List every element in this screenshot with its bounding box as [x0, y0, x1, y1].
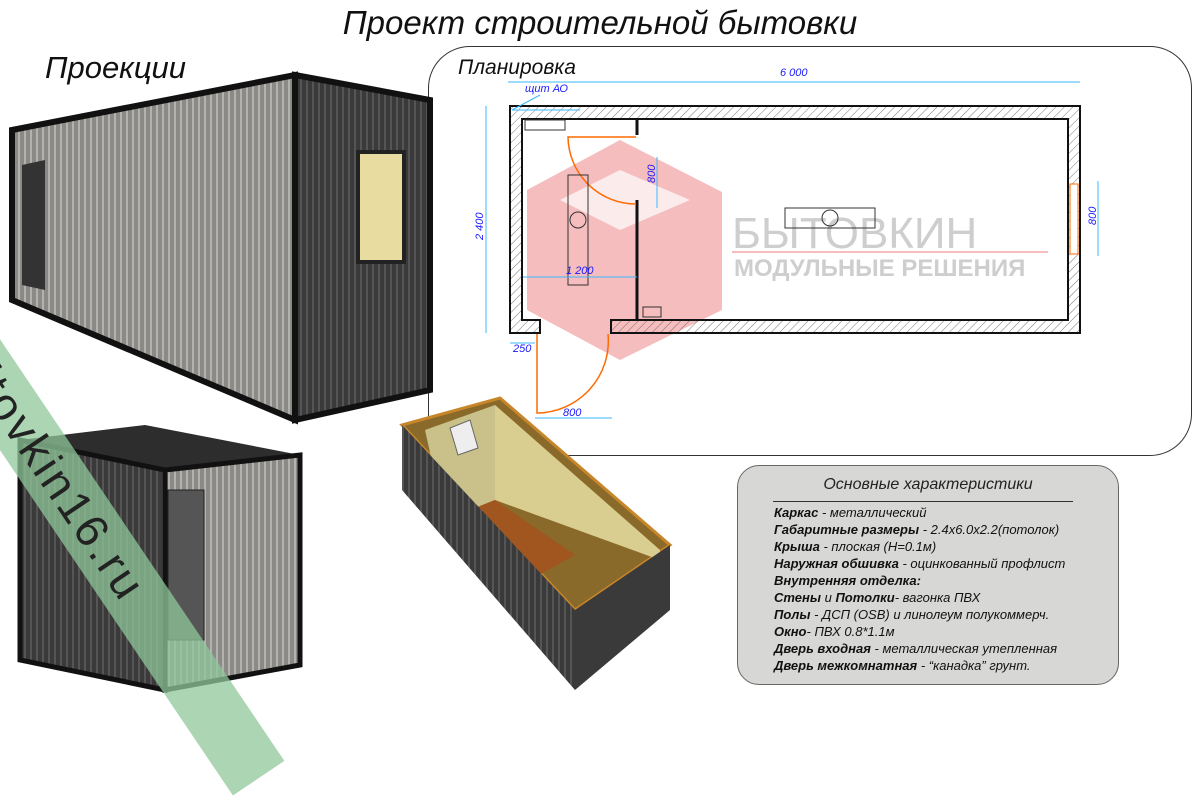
- outer-walls: [509, 105, 1081, 334]
- dim-inner-door: 800: [646, 164, 658, 183]
- text: Потолки: [835, 590, 895, 605]
- spec-item: Дверь входная - металлическая утепленная: [774, 640, 1065, 657]
- text: Окно: [774, 624, 807, 639]
- dim-length: 6 000: [780, 67, 808, 79]
- text: - металлическая утепленная: [870, 641, 1058, 656]
- specs-title: Основные характеристики: [823, 476, 1033, 493]
- bytovkin-logo: БЫТОВКИН МОДУЛЬНЫЕ РЕШЕНИЯ: [527, 140, 1048, 360]
- text: - оцинкованный профлист: [898, 556, 1066, 571]
- spec-item: Каркас - металлический: [774, 504, 1065, 521]
- text: - металлический: [818, 505, 927, 520]
- inner-door: [567, 136, 637, 205]
- drawings: БЫТОВКИН МОДУЛЬНЫЕ РЕШЕНИЯ 6 000: [9, 67, 1099, 694]
- text: Дверь входная: [774, 641, 871, 656]
- text: Стены: [774, 590, 821, 605]
- text: Внутренняя отделка:: [774, 573, 921, 588]
- dim-entry-offset: 250: [512, 343, 532, 355]
- dim-window: 800: [1087, 206, 1099, 225]
- electrical-panel: [524, 119, 566, 131]
- projections-heading: Проекции: [45, 50, 187, 85]
- text: - 2.4x6.0x2.2(потолок): [919, 522, 1060, 537]
- logo-tagline: МОДУЛЬНЫЕ РЕШЕНИЯ: [734, 255, 1025, 282]
- spec-item: Внутренняя отделка:: [774, 572, 1065, 589]
- page-title: Проект строительной бытовки: [342, 4, 858, 41]
- text: - ПВХ 0.8*1.1м: [806, 624, 895, 639]
- text: Дверь межкомнатная: [774, 658, 918, 673]
- dim-entry-door: 800: [563, 407, 582, 419]
- spec-item: Наружная обшивка - оцинкованный профлист: [774, 555, 1065, 572]
- text: - “канадка” грунт.: [917, 658, 1031, 673]
- text: - плоская (H=0.1м): [819, 539, 937, 554]
- dim-partition: 1 200: [566, 265, 594, 277]
- dim-width: 2 400: [474, 212, 486, 241]
- panel-label: щит АО: [525, 83, 568, 95]
- text: Габаритные размеры: [774, 522, 920, 537]
- specs-panel: Основные характеристики Каркас - металли…: [737, 465, 1119, 685]
- spec-item: Крыша - плоская (H=0.1м): [774, 538, 1065, 555]
- spec-item: Стены и Потолки- вагонка ПВХ: [774, 589, 1065, 606]
- specs-divider: [773, 501, 1073, 502]
- floor-plan: БЫТОВКИН МОДУЛЬНЫЕ РЕШЕНИЯ 6 000: [474, 67, 1099, 419]
- interior-cutaway-view: [399, 396, 673, 690]
- specs-list: Каркас - металлический Габаритные размер…: [774, 504, 1065, 674]
- text: Каркас: [774, 505, 819, 520]
- light-fixture: [784, 207, 876, 229]
- logo-name: БЫТОВКИН: [732, 209, 977, 258]
- text: - вагонка ПВХ: [894, 590, 981, 605]
- light-fixture: [567, 174, 589, 286]
- text: и: [820, 590, 836, 605]
- entry-door: [536, 333, 610, 414]
- container-view-front: [9, 71, 433, 425]
- window: [1069, 183, 1079, 255]
- plan-heading: Планировка: [458, 56, 576, 79]
- text: - ДСП (OSB) и линолеум полукоммерч.: [810, 607, 1050, 622]
- spec-item: Габаритные размеры - 2.4x6.0x2.2(потолок…: [774, 521, 1065, 538]
- spec-item: Дверь межкомнатная - “канадка” грунт.: [774, 657, 1065, 674]
- text: Наружная обшивка: [774, 556, 899, 571]
- spec-item: Окно- ПВХ 0.8*1.1м: [774, 623, 1065, 640]
- spec-item: Полы - ДСП (OSB) и линолеум полукоммерч.: [774, 606, 1065, 623]
- text: Полы: [774, 607, 811, 622]
- text: Крыша: [774, 539, 820, 554]
